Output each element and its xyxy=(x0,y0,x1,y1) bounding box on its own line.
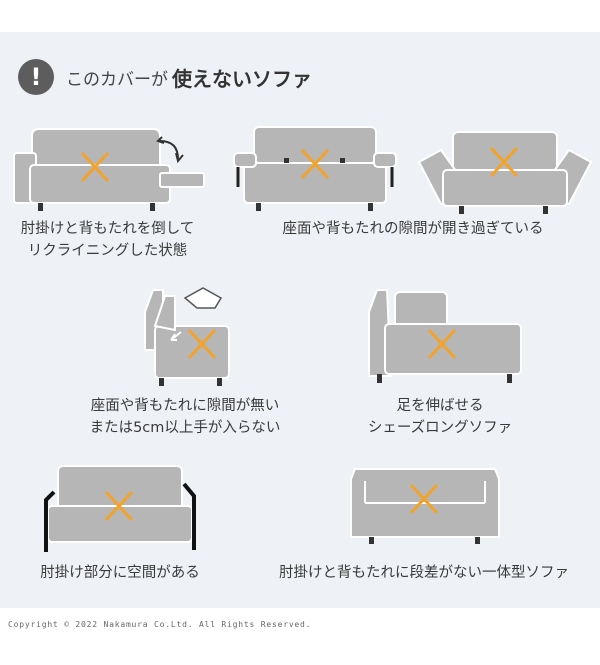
cross-mark-2 xyxy=(300,148,330,180)
label-gapped: 座面や背もたれの隙間が開き過ぎている xyxy=(282,221,544,237)
header: ! このカバーが 使えないソファ xyxy=(18,57,312,97)
cross-mark-6 xyxy=(104,490,134,522)
copyright-text: Copyright © 2022 Nakamura Co.Ltd. All Ri… xyxy=(8,620,312,629)
label-one-piece: 肘掛けと背もたれに段差がない一体型ソファ xyxy=(279,565,569,581)
label-reclined: 肘掛けと背もたれを倒して リクライニングした状態 xyxy=(20,221,195,259)
no-gap-chair-illustration xyxy=(144,287,230,386)
gapped-sofa-illustration xyxy=(233,126,397,211)
reclined-sofa-illustration xyxy=(13,128,205,211)
cross-mark-1 xyxy=(80,151,110,183)
chaise-longue-illustration xyxy=(368,289,522,383)
label-no-gap: 座面や背もたれに隙間が無い または5cm以上手が入らない xyxy=(89,398,281,436)
open-arm-sofa-illustration xyxy=(44,465,196,552)
cross-mark-4 xyxy=(187,328,217,360)
flared-arm-sofa-illustration xyxy=(417,131,593,214)
cross-mark-5 xyxy=(427,328,457,360)
one-piece-sofa-illustration xyxy=(350,468,500,544)
label-open-arm: 肘掛け部分に空間がある xyxy=(40,565,200,581)
exclamation-icon: ! xyxy=(18,59,54,95)
cross-mark-3 xyxy=(489,146,519,178)
title-prefix: このカバーが xyxy=(66,69,168,90)
cross-mark-7 xyxy=(409,483,439,515)
title-main: 使えないソファ xyxy=(172,66,312,91)
label-chaise: 足を伸ばせる シェーズロングソファ xyxy=(367,398,513,436)
